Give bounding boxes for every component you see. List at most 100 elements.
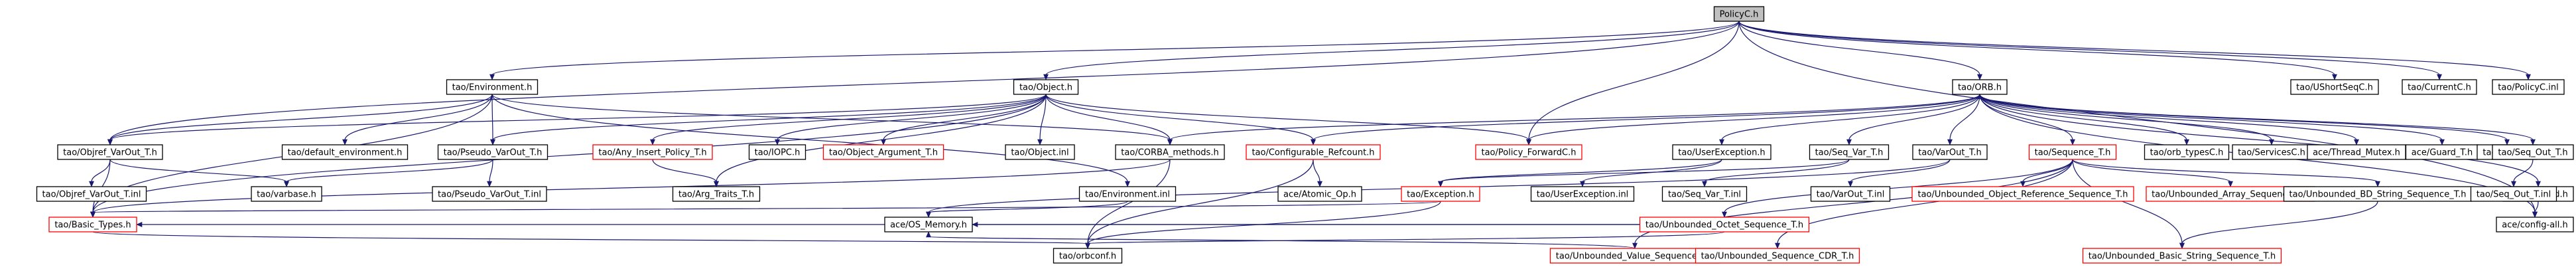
node-label: tao/CORBA_methods.h (1121, 148, 1218, 158)
graph-node[interactable]: tao/CORBA_methods.h (1115, 144, 1225, 160)
edge-arrowhead (2526, 74, 2531, 80)
graph-node[interactable]: tao/Unbounded_BD_String_Sequence_T.h (2283, 186, 2473, 202)
node-label: tao/Pseudo_VarOut_T.inl (438, 190, 541, 200)
dependency-edge (1850, 159, 1951, 183)
graph-node[interactable]: tao/Objref_VarOut_T.inl (36, 186, 147, 202)
dependency-edge (1704, 159, 1850, 183)
dependency-edge (1528, 21, 1740, 141)
graph-node[interactable]: tao/ORB.h (1952, 79, 2008, 95)
edge-arrowhead (2536, 181, 2541, 187)
dependency-edge (92, 201, 1441, 213)
graph-node[interactable]: tao/Object.inl (1005, 144, 1075, 160)
graph-node[interactable]: tao/ServicesC.h (2232, 144, 2311, 160)
graph-node[interactable]: tao/default_environment.h (281, 144, 409, 160)
node-label: tao/UserException.h (1678, 148, 1765, 158)
dependency-edge (928, 201, 1128, 213)
node-label: ace/Guard_T.h (2412, 148, 2473, 158)
dependency-edge (1724, 159, 2073, 213)
dependency-edge (491, 21, 1740, 76)
graph-node[interactable]: tao/Environment.h (446, 79, 539, 95)
node-label: tao/Exception.h (1407, 190, 1474, 200)
edge-arrowhead (2179, 242, 2185, 249)
edge-arrowhead (90, 211, 96, 218)
edge-arrowhead (2269, 139, 2274, 145)
node-label: ace/OS_Memory.h (890, 221, 967, 230)
graph-node[interactable]: tao/Arg_Traits_T.h (672, 186, 761, 202)
graph-node[interactable]: tao/orbconf.h (1053, 248, 1123, 264)
node-label: tao/Unbounded_Octet_Sequence_T.h (1645, 221, 1803, 230)
graph-node[interactable]: tao/UserException.h (1672, 144, 1771, 160)
graph-node[interactable]: tao/Unbounded_Object_Reference_Sequence_… (1911, 186, 2134, 202)
graph-node[interactable]: tao/Seq_Var_T.inl (1661, 186, 1748, 202)
dependency-edge (652, 159, 717, 183)
node-box (1246, 144, 1381, 160)
graph-node[interactable]: tao/UShortSeqC.h (2290, 79, 2379, 95)
dependency-edge (1440, 159, 1850, 183)
graph-node[interactable]: tao/Objref_VarOut_T.h (57, 144, 163, 160)
edge-arrowhead (2375, 181, 2380, 187)
edge-arrowhead (487, 181, 492, 187)
edge-arrowhead (926, 211, 931, 218)
edge-arrowhead (1848, 181, 1853, 187)
graph-node[interactable]: ace/Thread_Mutex.h (2307, 144, 2406, 160)
node-label: tao/Unbounded_Sequence_CDR_T.h (1701, 252, 1854, 262)
node-box (281, 144, 409, 160)
graph-node[interactable]: tao/UserException.inl (1530, 186, 1635, 202)
graph-node[interactable]: tao/Pseudo_VarOut_T.inl (432, 186, 547, 202)
graph-node[interactable]: tao/Seq_Out_T.h (2492, 144, 2574, 160)
graph-node[interactable]: tao/Seq_Var_T.h (1809, 144, 1890, 160)
graph-node[interactable]: tao/orb_typesC.h (2144, 144, 2230, 160)
node-label: tao/Object.inl (1011, 148, 1068, 158)
edge-arrowhead (2070, 139, 2075, 145)
dependency-edge (109, 94, 1047, 141)
graph-node[interactable]: tao/VarOut_T.inl (1810, 186, 1891, 202)
graph-node[interactable]: tao/PolicyC.inl (2492, 79, 2565, 95)
node-box (446, 79, 539, 95)
node-label: tao/Seq_Out_T.h (2498, 148, 2567, 158)
edge-arrowhead (2437, 74, 2442, 80)
edge-arrowhead (89, 181, 94, 187)
graph-node[interactable]: tao/Unbounded_Octet_Sequence_T.h (1639, 217, 1810, 232)
dependency-edge (1848, 94, 1980, 141)
graph-node[interactable]: tao/Unbounded_Sequence_CDR_T.h (1695, 248, 1860, 264)
graph-node[interactable]: tao/CurrentC.h (2402, 79, 2477, 95)
graph-node[interactable]: tao/Unbounded_Value_Sequence_T.h (1549, 248, 1720, 264)
graph-node[interactable]: tao/Configurable_Refcount.h (1246, 144, 1381, 160)
graph-node[interactable]: ace/Atomic_Op.h (1277, 186, 1362, 202)
graph-node[interactable]: tao/Sequence_T.h (2028, 144, 2117, 160)
graph-node[interactable]: tao/Basic_Types.h (48, 217, 137, 232)
graph-node[interactable]: ace/OS_Memory.h (884, 217, 973, 232)
graph-node[interactable]: tao/VarOut_T.h (1912, 144, 1988, 160)
node-box (2402, 79, 2477, 95)
graph-node[interactable]: tao/Environment.inl (1078, 186, 1177, 202)
graph-node[interactable]: tao/Seq_Out_T.inl (2470, 186, 2557, 202)
graph-node[interactable]: ace/config-all.h (2496, 217, 2574, 232)
graph-node[interactable]: tao/Unbounded_Basic_String_Sequence_T.h (2082, 248, 2282, 264)
node-box (2496, 217, 2574, 232)
node-box (748, 144, 806, 160)
dependency-edge (109, 94, 493, 141)
graph-node[interactable]: tao/Pseudo_VarOut_T.h (437, 144, 548, 160)
node-label: tao/IOPC.h (755, 148, 801, 158)
dependency-edge (2022, 159, 2073, 183)
node-box (1530, 186, 1635, 202)
node-label: tao/Seq_Var_T.inl (1668, 190, 1741, 200)
node-box (1005, 144, 1075, 160)
graph-node[interactable]: tao/varbase.h (251, 186, 322, 202)
node-label: tao/VarOut_T.h (1918, 148, 1981, 158)
node-box (1053, 248, 1123, 264)
edge-arrowhead (2530, 139, 2536, 145)
graph-node[interactable]: tao/Exception.h (1401, 186, 1480, 202)
graph-node[interactable]: tao/Policy_ForwardC.h (1475, 144, 1582, 160)
graph-node[interactable]: ace/Guard_T.h (2405, 144, 2479, 160)
edge-arrowhead (1125, 181, 1130, 187)
edge-arrowhead (2332, 74, 2337, 80)
graph-node[interactable]: tao/IOPC.h (748, 144, 806, 160)
edge-arrowhead (2184, 139, 2189, 145)
graph-node[interactable]: PolicyC.h (1713, 6, 1765, 22)
graph-node[interactable]: tao/Object_Argument_T.h (822, 144, 944, 160)
graph-node[interactable]: tao/Any_Insert_Policy_T.h (592, 144, 713, 160)
graph-node[interactable]: tao/Object.h (1013, 79, 1079, 95)
graph-node[interactable]: tao/Unbounded_Array_Sequence_T.h (2146, 186, 2315, 202)
